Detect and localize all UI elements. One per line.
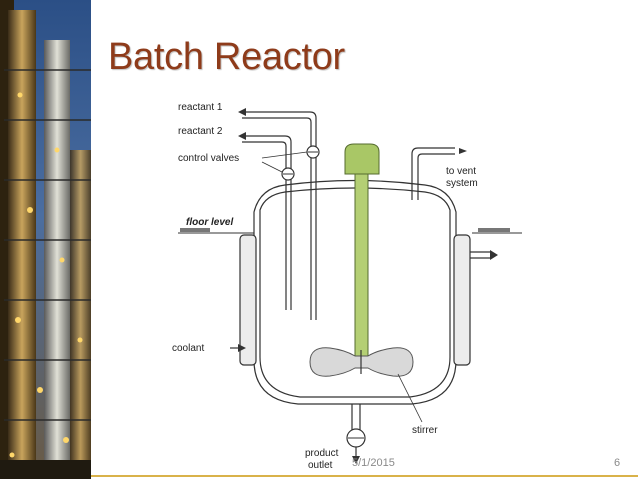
batch-reactor-diagram: reactant 1 reactant 2 control valves to …	[172, 102, 522, 471]
label-product: product	[305, 448, 339, 459]
label-reactant-2: reactant 2	[178, 126, 223, 137]
label-coolant: coolant	[172, 343, 204, 354]
label-to-vent: to vent	[446, 166, 476, 177]
refinery-photo	[0, 0, 91, 479]
slide-title: Batch Reactor	[108, 36, 345, 78]
label-control-valves: control valves	[178, 153, 239, 164]
stirrer-shaft	[354, 173, 369, 359]
stirrer-motor	[344, 143, 380, 175]
slide-date: 5/1/2015	[352, 457, 395, 469]
slide-page-number: 6	[614, 457, 621, 469]
label-reactant-1: reactant 1	[178, 102, 223, 113]
label-outlet: outlet	[308, 460, 333, 471]
label-floor-level: floor level	[186, 217, 233, 228]
label-stirrer: stirrer	[412, 425, 438, 436]
label-vent-system: system	[446, 178, 478, 189]
footer-divider	[91, 475, 638, 477]
